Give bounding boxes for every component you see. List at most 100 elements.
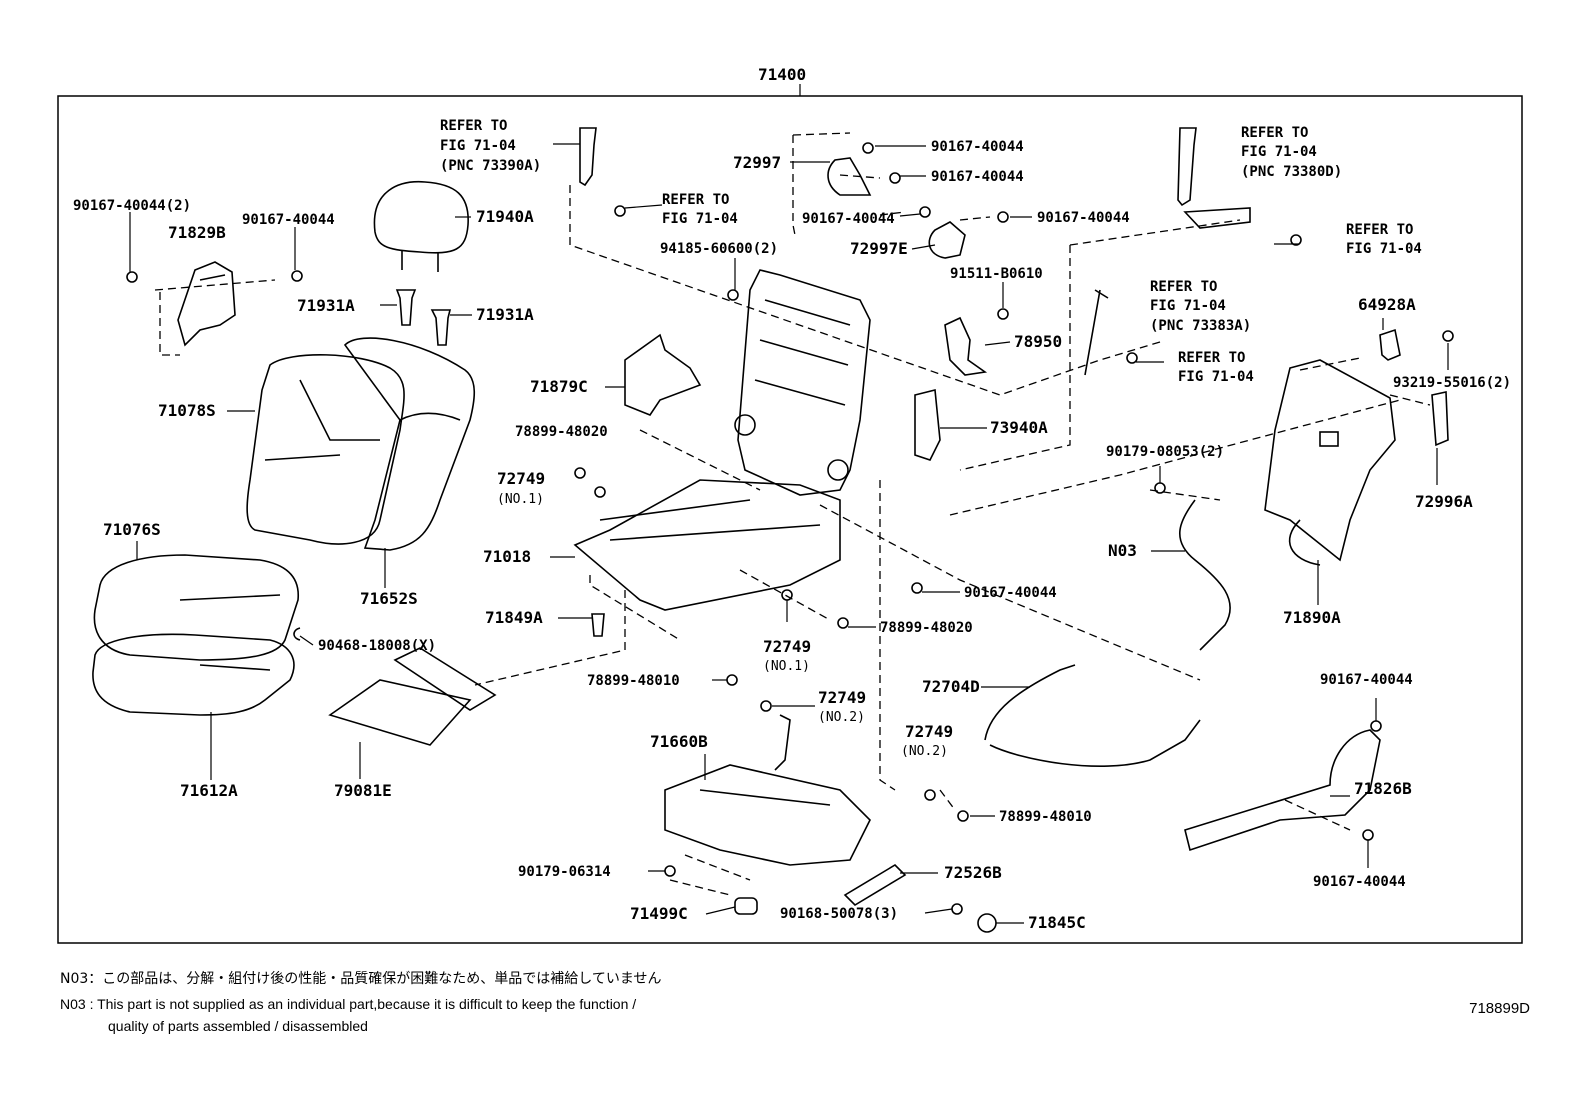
bolt-90167-40044-a [862,142,874,154]
label-90168-50078: 90168-50078(3) [780,906,898,922]
label-90167-40044-2: 90167-40044(2) [73,198,191,214]
seatback-pad-71652s [343,337,476,551]
headrest-71940a [373,180,469,272]
label-no1-a: (NO.1) [497,492,544,507]
bolt-refer-left [614,205,626,217]
label-72996a: 72996A [1415,492,1473,511]
bolt-78899-48010-b [957,810,969,822]
fig-label-2: FIG 71-04 [662,211,738,227]
label-78899-48010-a: 78899-48010 [587,673,680,689]
label-93219-55016: 93219-55016(2) [1393,375,1511,391]
label-71879c: 71879C [530,377,588,396]
refer-to-label-6: REFER TO [1178,350,1245,366]
label-n03: N03 [1108,541,1137,560]
label-90167-40044-bottom-right-top: 90167-40044 [1320,672,1413,688]
label-71826b: 71826B [1354,779,1412,798]
seat-frame-71660b [664,714,871,866]
label-90468-18008: 90468-18008(X) [318,638,436,654]
bolt-90167-40044-c [919,206,931,218]
label-71940a: 71940A [476,207,534,226]
back-board-71890a [1264,359,1396,566]
cable-n03 [1178,499,1231,651]
fig-label-4: FIG 71-04 [1346,241,1422,257]
label-90167-40044-right: 90167-40044 [1037,210,1130,226]
label-72749-d: 72749 [905,722,953,741]
label-no2-a: (NO.2) [818,710,865,725]
cover-71879c [624,333,702,416]
bolt-78899-48020-b [837,617,849,629]
seat-cushion-pad-71612a [92,633,295,716]
label-79081e: 79081E [334,781,392,800]
cable-72704d [984,664,1201,767]
handle-72526b [843,863,907,907]
bracket-78950 [944,316,988,376]
note-english-line1: N03 : This part is not supplied as an in… [60,996,637,1012]
label-72704d: 72704D [922,677,980,696]
label-71652s: 71652S [360,589,418,608]
note-japanese: N03：この部品は、分解・組付け後の性能・品質確保が困難なため、単品では補給して… [60,971,662,987]
label-71660b: 71660B [650,732,708,751]
bolt-90167-40044-g [1362,829,1374,841]
refer-to-label-5: REFER TO [1150,279,1217,295]
label-90167-40044-center: 90167-40044 [964,585,1057,601]
pnc-73390a-label: (PNC 73390A) [440,158,541,174]
bracket-64928a [1379,328,1401,361]
label-71018: 71018 [483,547,531,566]
label-71829b: 71829B [168,223,226,242]
label-90167-40044-mid: 90167-40044 [802,211,895,227]
label-72997e: 72997E [850,239,908,258]
label-71931a-right: 71931A [476,305,534,324]
bolt-90167-40044-b [889,172,901,184]
cushion-bracket [393,647,497,711]
pnc-73383a-label: (PNC 73383A) [1150,318,1251,334]
nut-72749-no2-b [924,789,936,801]
seatbelt-buckle-right [1177,127,1251,229]
label-71849a: 71849A [485,608,543,627]
label-71931a-left: 71931A [297,296,355,315]
pad-79081e [328,679,472,746]
fig-label-3: FIG 71-04 [1241,144,1317,160]
nut-72749-no1-b [781,589,793,601]
fig-label-1: FIG 71-04 [440,138,516,154]
label-72749-c: 72749 [818,688,866,707]
label-71612a: 71612A [180,781,238,800]
support-71849a [591,613,605,637]
label-72749-a: 72749 [497,469,545,488]
cover-71826b [1184,729,1381,852]
seatback-frame [734,269,871,496]
bolt-90179-06314 [664,865,676,877]
lock-72996a [1431,391,1449,447]
rod-73383a [1084,289,1109,376]
nut-94185-60600 [727,289,739,301]
label-94185-60600: 94185-60600(2) [660,241,778,257]
leader-lines [129,143,1449,924]
label-78950: 78950 [1014,332,1062,351]
refer-to-label-2: REFER TO [662,192,729,208]
refer-to-label-1: REFER TO [440,118,507,134]
bracket-71829b [177,261,236,347]
label-90179-06314: 90179-06314 [518,864,611,880]
note-english-line2: quality of parts assembled / disassemble… [108,1018,368,1034]
headrest-support-71931a [395,289,452,346]
nut-72749-no1-a [594,486,606,498]
assembly-number: 71400 [758,65,806,84]
bolt-90167-40044-d [997,211,1009,223]
bumper-71499c [734,897,758,915]
label-no1-b: (NO.1) [763,659,810,674]
fig-label-5: FIG 71-04 [1150,298,1226,314]
label-78899-48010-b: 78899-48010 [999,809,1092,825]
label-90167-40044-top2: 90167-40044 [931,169,1024,185]
cover-72997e [928,221,966,259]
nut-72749-no2-a [760,700,772,712]
seat-frame-71018 [573,479,841,611]
label-no2-b: (NO.2) [901,744,948,759]
label-72526b: 72526B [944,863,1002,882]
bolt-78899-48020-a [574,467,586,479]
diagram-id: 718899D [1469,1000,1530,1017]
hog-ring-90468-18008 [293,627,301,641]
label-78899-48020-center: 78899-48020 [880,620,973,636]
assembly-guide-lines [154,132,1431,896]
label-78899-48020-top: 78899-48020 [515,424,608,440]
label-90179-08053: 90179-08053(2) [1106,444,1224,460]
label-71845c: 71845C [1028,913,1086,932]
